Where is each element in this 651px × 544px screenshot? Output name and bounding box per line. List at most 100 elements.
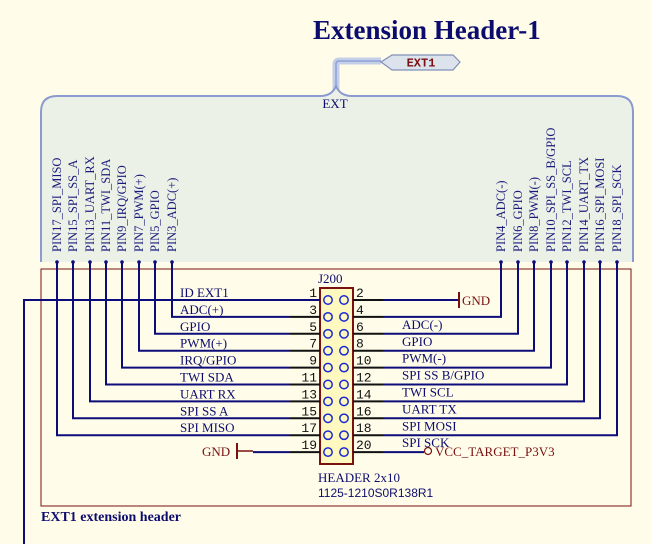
pin-number: 6	[356, 320, 364, 335]
pin-number: 15	[301, 404, 317, 419]
pin-number: 1	[309, 286, 317, 301]
port-ext1[interactable]: EXT1	[332, 54, 461, 96]
pin-pad[interactable]	[339, 328, 349, 339]
wires	[56, 262, 618, 454]
harness-pin-label: PIN12_TWI_SCL	[560, 160, 574, 252]
net-label: SPI MISO	[180, 420, 235, 435]
net-label: ID EXT1	[180, 285, 229, 300]
pin-pad[interactable]	[339, 413, 349, 424]
connector-designator: J200	[318, 271, 343, 286]
net-label: UART RX	[180, 386, 236, 401]
pin-number: 20	[356, 438, 372, 453]
wire-right	[383, 262, 535, 352]
pin-pad[interactable]	[323, 430, 333, 441]
wire-left	[138, 262, 290, 352]
pin-pad[interactable]	[339, 311, 349, 322]
harness-pin-label: PIN5_GPIO	[148, 190, 162, 252]
pin-number: 16	[356, 404, 372, 419]
wire-right	[383, 262, 502, 318]
harness-pin-label: PIN14_UART_TX	[577, 157, 591, 252]
net-label: TWI SDA	[180, 370, 234, 385]
pin-pad[interactable]	[339, 379, 349, 390]
connector-part-number: 1125-1210S0R138R1	[318, 486, 434, 500]
net-label: TWI SCL	[402, 385, 454, 400]
net-label: GPIO	[402, 334, 432, 349]
harness-ext[interactable]: EXT	[40, 83, 634, 262]
wire-left	[171, 262, 290, 318]
pin-pad[interactable]	[323, 295, 333, 305]
harness-pin-label: PIN8_PWM(-)	[527, 177, 541, 252]
pin-number: 3	[309, 303, 317, 318]
pin-pad[interactable]	[339, 345, 349, 356]
pin-number: 10	[356, 354, 372, 369]
wire-id-ext1	[23, 299, 320, 544]
harness-pin-label: PIN3_ADC(+)	[165, 178, 179, 252]
pin-pad[interactable]	[323, 447, 333, 458]
pin-number: 19	[301, 438, 317, 453]
harness-pin-label: PIN16_SPI_MOSI	[593, 158, 607, 252]
pin-number: 17	[301, 421, 317, 436]
pin-pad[interactable]	[323, 345, 333, 356]
pin-number: 4	[356, 303, 364, 318]
harness-label: EXT	[322, 96, 347, 111]
pin-pad[interactable]	[323, 362, 333, 373]
harness-pin-label: PIN9_IRQ/GPIO	[115, 165, 129, 252]
gnd-label: GND	[202, 444, 230, 459]
wire-left	[56, 262, 290, 437]
sheet-caption: EXT1 extension header	[41, 510, 181, 525]
harness-pin-label: PIN11_TWI_SDA	[99, 159, 113, 252]
gnd-symbol-pin2: GND	[458, 292, 490, 308]
pin-pad[interactable]	[323, 311, 333, 322]
pin-number: 2	[356, 286, 364, 301]
net-label: UART TX	[402, 401, 457, 416]
wire-right	[383, 262, 618, 437]
pin-pad[interactable]	[339, 362, 349, 373]
harness-pin-label: PIN18_SPI_SCK	[610, 164, 624, 252]
pin-number: 5	[309, 320, 317, 335]
pin-number: 9	[309, 354, 317, 369]
harness-pin-label: PIN7_PWM(+)	[132, 174, 146, 252]
pin-number: 14	[356, 387, 372, 402]
harness-pin-label: PIN10_SPI_SS_B/GPIO	[544, 128, 558, 252]
wire-right	[383, 262, 568, 386]
net-label: SPI MOSI	[402, 418, 457, 433]
pin-number: 13	[301, 387, 317, 402]
harness-pin-label: PIN4_ADC(-)	[494, 180, 508, 252]
net-label: PWM(-)	[402, 351, 446, 366]
pin-pad[interactable]	[323, 396, 333, 407]
sheet-frame	[40, 268, 632, 507]
pin-pad[interactable]	[339, 447, 349, 458]
harness-pin-label: PIN13_UART_RX	[83, 156, 97, 252]
harness-pin-label: PIN6_GPIO	[511, 190, 525, 252]
wire-left	[121, 262, 290, 369]
pin-pad[interactable]	[339, 295, 349, 305]
pin-pad[interactable]	[339, 430, 349, 441]
gnd-label: GND	[462, 293, 490, 308]
pin-number: 18	[356, 421, 372, 436]
pin-number: 7	[309, 337, 317, 352]
wire-left	[105, 262, 290, 386]
connector-type: HEADER 2x10	[318, 470, 400, 485]
net-label: SPI SS A	[180, 403, 229, 418]
net-label: GPIO	[180, 319, 210, 334]
wire-right	[383, 262, 585, 403]
wire-right	[383, 262, 601, 420]
sheet-title: Extension Header-1	[313, 15, 541, 45]
net-label: PWM(+)	[180, 336, 227, 351]
harness-pin-label: PIN17_SPI_MISO	[50, 158, 64, 252]
wire-right	[383, 262, 519, 335]
gnd-symbol-pin19: GND	[202, 443, 253, 459]
pin-number: 8	[356, 337, 364, 352]
net-label: SPI SCK	[402, 435, 450, 450]
pin-pad[interactable]	[323, 328, 333, 339]
net-label: ADC(+)	[180, 302, 223, 317]
pin-pad[interactable]	[323, 413, 333, 424]
vcc-symbol: VCC_TARGET_P3V3	[423, 444, 555, 459]
port-label: EXT1	[407, 57, 436, 71]
wire-left	[72, 262, 290, 420]
pin-pad[interactable]	[339, 396, 349, 407]
pin-pad[interactable]	[323, 379, 333, 390]
